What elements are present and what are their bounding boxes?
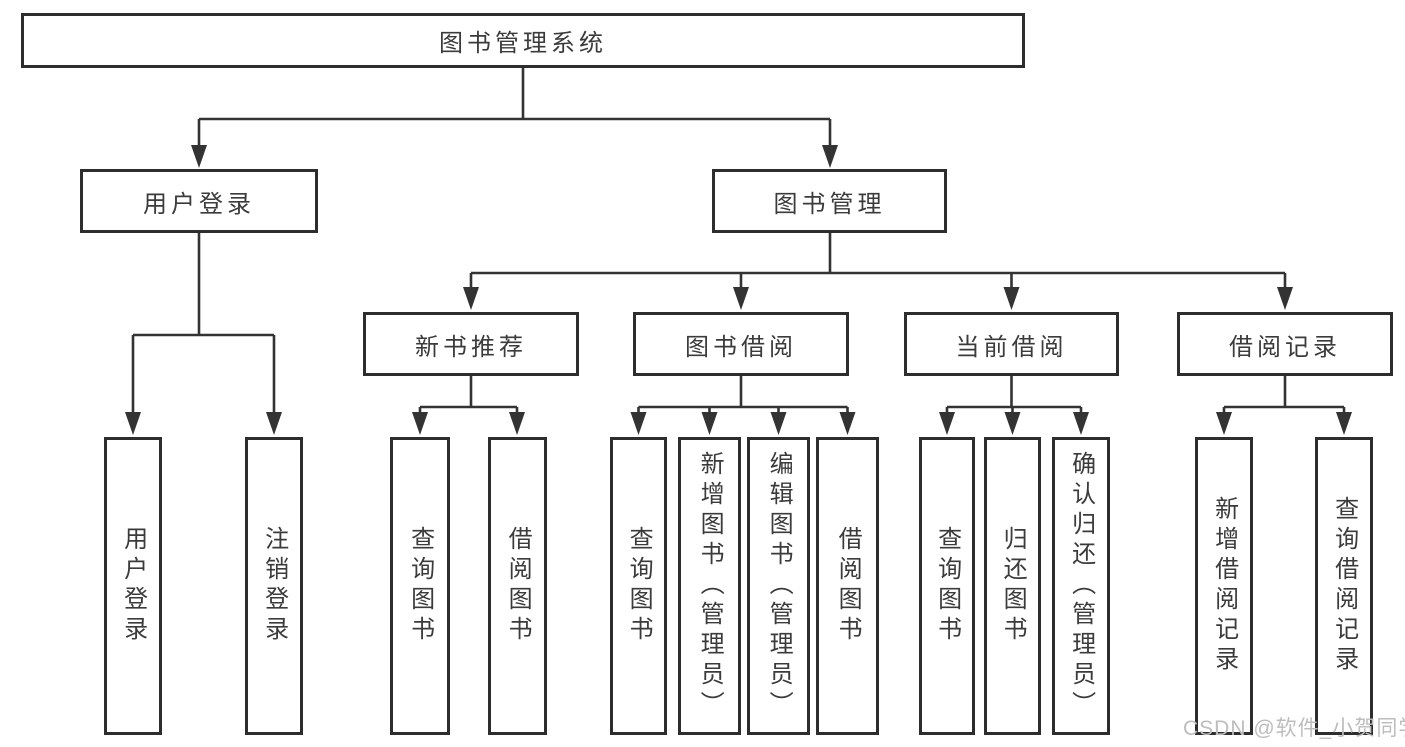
node-book-borrow-label: 图书借阅 <box>685 333 797 361</box>
node-leaf-cb-query-book: 查询图书 <box>919 437 975 735</box>
node-user-login-label: 用户登录 <box>143 190 255 218</box>
node-leaf-user-login-label: 用户登录 <box>119 526 147 646</box>
node-book-management: 图书管理 <box>712 169 947 233</box>
node-leaf-nb-query-book: 查询图书 <box>390 437 450 735</box>
node-leaf-bb-edit-book-label: 编辑图书（管理员） <box>765 451 793 721</box>
node-library-management-system-label: 图书管理系统 <box>439 30 607 57</box>
node-borrow-record: 借阅记录 <box>1177 312 1393 376</box>
node-leaf-logout: 注销登录 <box>245 437 303 735</box>
node-leaf-br-query-record-label: 查询借阅记录 <box>1330 496 1358 676</box>
node-book-borrow: 图书借阅 <box>633 312 849 376</box>
node-leaf-bb-add-book: 新增图书（管理员） <box>678 437 741 735</box>
node-leaf-cb-confirm-return: 确认归还（管理员） <box>1052 437 1110 735</box>
node-current-borrow-label: 当前借阅 <box>955 333 1068 361</box>
connector-lines <box>131 66 1346 416</box>
node-new-book-recommend: 新书推荐 <box>363 312 579 376</box>
node-leaf-logout-label: 注销登录 <box>260 526 288 646</box>
node-leaf-bb-query-book-label: 查询图书 <box>625 526 653 646</box>
node-leaf-nb-borrow-book: 借阅图书 <box>488 437 547 735</box>
node-leaf-bb-query-book: 查询图书 <box>610 437 667 735</box>
node-leaf-nb-query-book-label: 查询图书 <box>406 526 434 646</box>
node-user-login: 用户登录 <box>80 169 318 233</box>
node-new-book-recommend-label: 新书推荐 <box>415 333 527 361</box>
node-leaf-cb-return-book-label: 归还图书 <box>999 526 1027 646</box>
node-leaf-cb-confirm-return-label: 确认归还（管理员） <box>1067 451 1095 721</box>
node-leaf-cb-query-book-label: 查询图书 <box>933 526 961 646</box>
node-leaf-br-query-record: 查询借阅记录 <box>1315 437 1373 735</box>
node-book-management-label: 图书管理 <box>773 190 886 218</box>
node-leaf-user-login: 用户登录 <box>104 437 162 735</box>
node-leaf-bb-borrow-book-label: 借阅图书 <box>834 526 862 646</box>
node-borrow-record-label: 借阅记录 <box>1229 333 1341 361</box>
node-leaf-cb-return-book: 归还图书 <box>984 437 1041 735</box>
node-leaf-br-add-record: 新增借阅记录 <box>1195 437 1253 735</box>
node-leaf-bb-edit-book: 编辑图书（管理员） <box>747 437 810 735</box>
csdn-watermark: CSDN @软件_小贺同学 <box>1183 717 1405 740</box>
node-leaf-br-add-record-label: 新增借阅记录 <box>1210 496 1238 676</box>
node-leaf-nb-borrow-book-label: 借阅图书 <box>504 526 532 646</box>
node-leaf-bb-borrow-book: 借阅图书 <box>816 437 879 735</box>
node-library-management-system: 图书管理系统 <box>21 13 1025 68</box>
node-leaf-bb-add-book-label: 新增图书（管理员） <box>696 451 724 721</box>
arrowhead-icons <box>125 145 1352 435</box>
node-current-borrow: 当前借阅 <box>904 312 1119 376</box>
